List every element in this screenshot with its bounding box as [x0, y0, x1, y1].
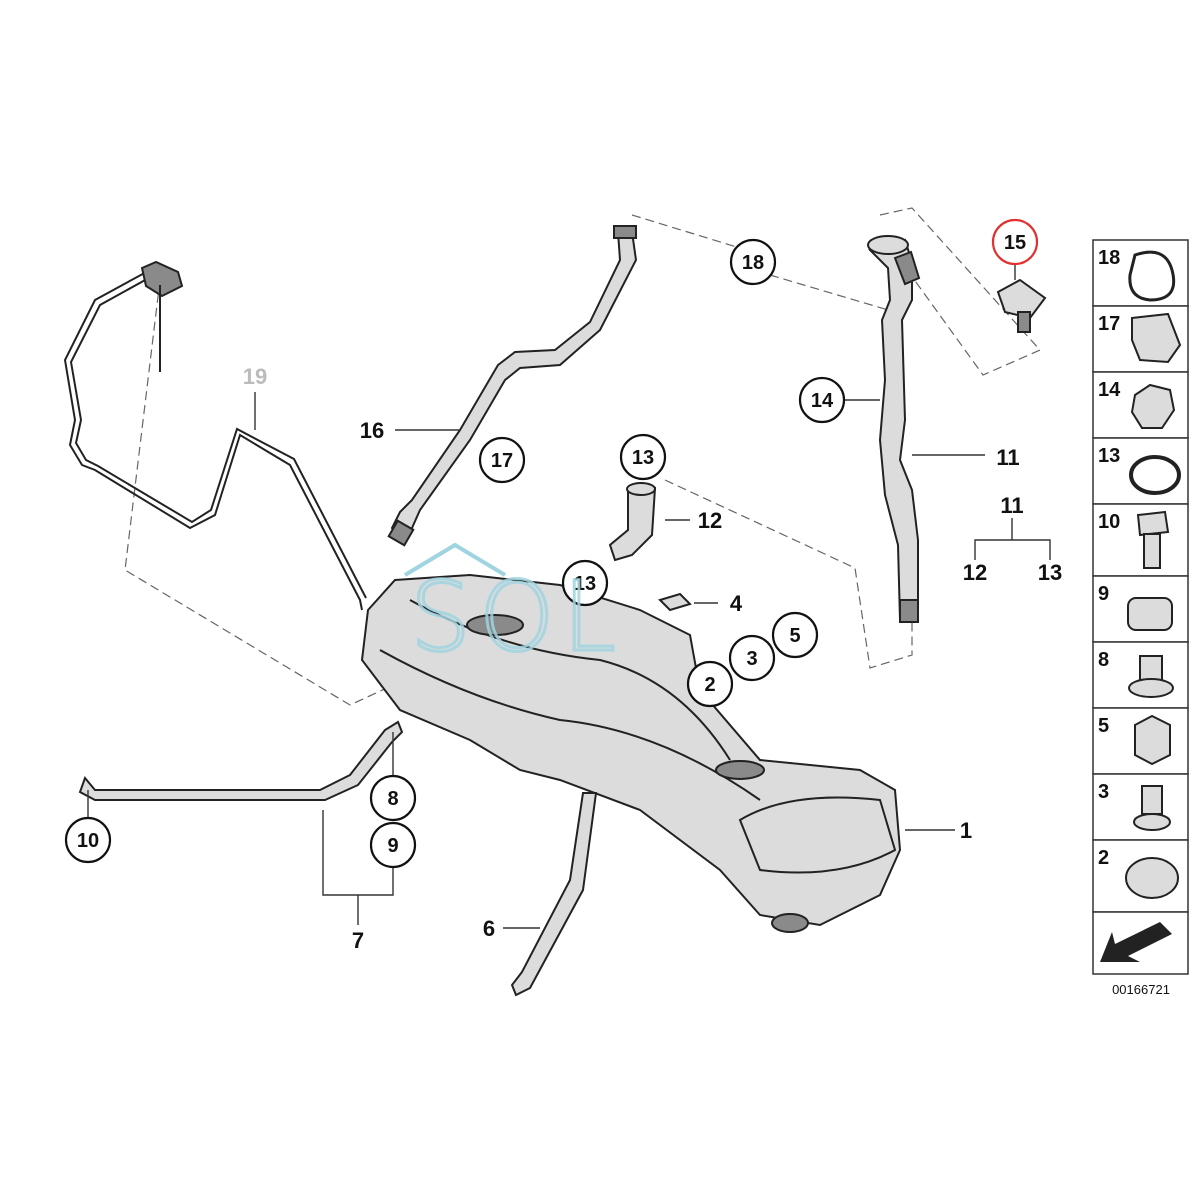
part-6-strap [510, 792, 598, 997]
svg-text:9: 9 [387, 835, 398, 857]
panel-item-17: 17 [1092, 305, 1189, 373]
svg-text:13: 13 [1098, 445, 1120, 467]
part-11-filler-pipe [867, 235, 921, 623]
svg-text:5: 5 [789, 625, 800, 647]
label-12-group: 12 [963, 560, 987, 585]
label-1: 1 [960, 818, 972, 843]
label-6: 6 [483, 916, 495, 941]
svg-text:10: 10 [77, 830, 99, 852]
part-labels: 19 16 11 11 12 12 13 4 1 6 7 [243, 364, 1062, 953]
svg-text:2: 2 [704, 674, 715, 696]
callout-17: 17 [478, 436, 526, 484]
watermark: SOL [403, 542, 624, 675]
label-11-group: 11 [1000, 493, 1023, 518]
label-12: 12 [698, 508, 722, 533]
callout-2: 2 [686, 660, 734, 708]
label-7: 7 [352, 928, 364, 953]
document-number: 00166721 [1112, 982, 1170, 997]
label-16: 16 [360, 418, 384, 443]
label-19: 19 [243, 364, 267, 389]
panel-item-3: 3 [1092, 773, 1189, 841]
callout-9: 9 [369, 821, 417, 869]
svg-text:13: 13 [574, 573, 596, 595]
callout-5: 5 [771, 611, 819, 659]
panel-item-10: 10 [1092, 503, 1189, 577]
callout-8: 8 [369, 774, 417, 822]
svg-text:17: 17 [491, 450, 513, 472]
panel-item-2: 2 [1092, 839, 1189, 913]
panel-item-9: 9 [1092, 575, 1189, 643]
part-15-filler-cap [996, 278, 1047, 333]
svg-text:2: 2 [1098, 847, 1109, 869]
svg-text:3: 3 [746, 648, 757, 670]
callout-18: 18 [729, 238, 777, 286]
callout-13-top: 13 [619, 433, 667, 481]
part-1-fuel-tank [360, 573, 902, 933]
dashed-group-lines [124, 207, 1042, 706]
label-11: 11 [996, 445, 1019, 470]
svg-text:15: 15 [1004, 232, 1026, 254]
part-19-fuel-line [63, 260, 367, 611]
leader-lines [87, 260, 1051, 929]
callout-14: 14 [798, 376, 846, 424]
panel-item-5: 5 [1092, 707, 1189, 775]
part-4-pad [658, 592, 692, 612]
svg-text:14: 14 [811, 390, 834, 412]
svg-text:8: 8 [1098, 649, 1109, 671]
panel-item-13: 13 [1092, 437, 1189, 505]
svg-text:13: 13 [632, 447, 654, 469]
label-13-group: 13 [1038, 560, 1062, 585]
callout-15: 15 [991, 218, 1039, 266]
part-16-vent-hose [387, 225, 638, 547]
svg-text:18: 18 [742, 252, 764, 274]
callouts: 15 18 14 17 13 13 5 3 [64, 218, 1039, 869]
part-7-strap [78, 720, 404, 801]
panel-item-8: 8 [1092, 641, 1189, 709]
label-4: 4 [730, 591, 743, 616]
svg-text:9: 9 [1098, 583, 1109, 605]
part-12-hose-elbow [608, 482, 657, 562]
svg-text:17: 17 [1098, 313, 1120, 335]
callout-10: 10 [64, 816, 112, 864]
svg-text:3: 3 [1098, 781, 1109, 803]
panel-direction-arrow [1092, 911, 1189, 975]
svg-text:8: 8 [387, 788, 398, 810]
svg-text:14: 14 [1098, 379, 1121, 401]
svg-text:SOL: SOL [410, 561, 624, 673]
panel-item-14: 14 [1092, 371, 1189, 439]
svg-text:10: 10 [1098, 511, 1120, 533]
callout-3: 3 [728, 634, 776, 682]
callout-13-middle: 13 [561, 559, 609, 607]
panel-item-18: 18 [1092, 239, 1189, 307]
svg-text:18: 18 [1098, 247, 1120, 269]
parts-panel: 18 17 14 13 10 9 [1092, 239, 1189, 997]
svg-text:5: 5 [1098, 715, 1109, 737]
